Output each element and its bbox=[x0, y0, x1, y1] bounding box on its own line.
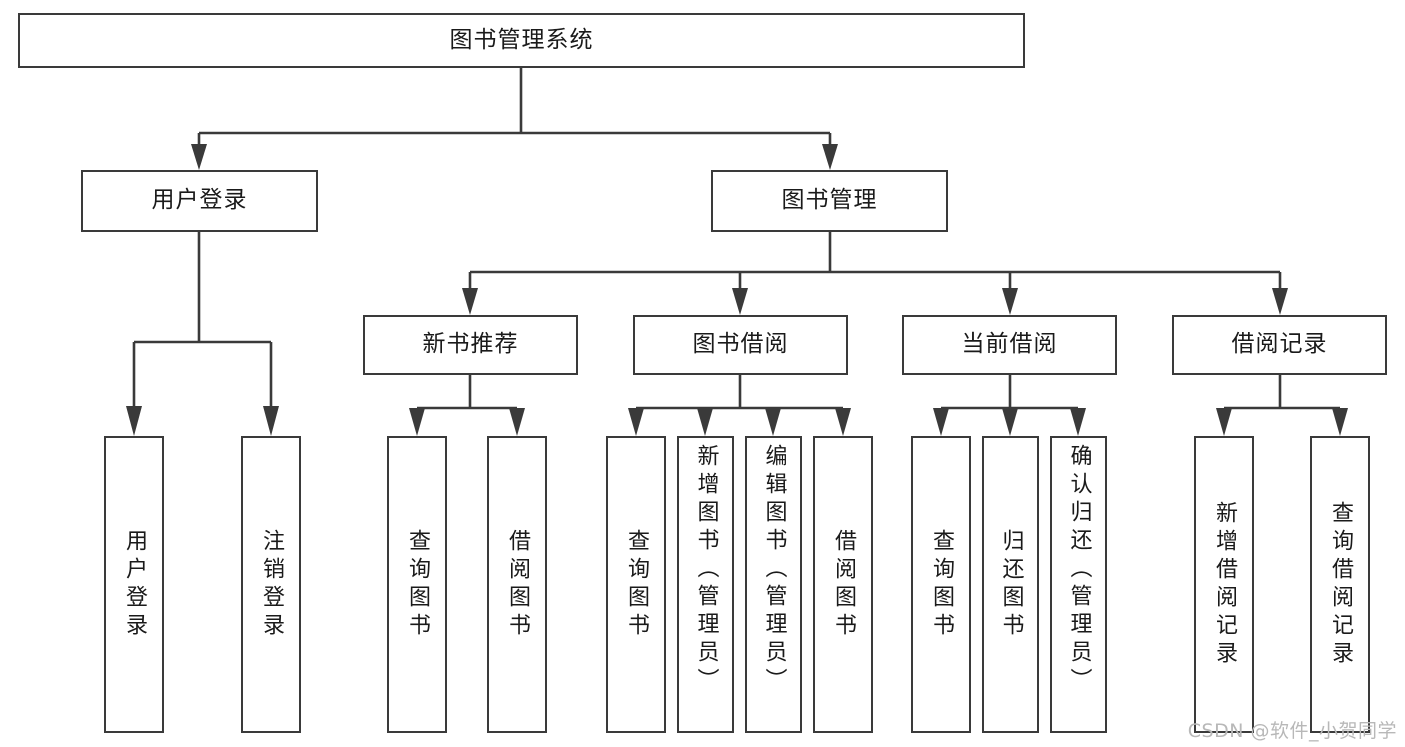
leaf-add-record-label: 新增借阅记录 bbox=[1212, 500, 1237, 669]
node-user-login[interactable]: 用户登录 bbox=[81, 170, 318, 232]
arrowhead-leaf-confirm-return bbox=[1070, 408, 1086, 436]
leaf-logout-login-label: 注销登录 bbox=[259, 528, 284, 641]
node-user-login-label: 用户登录 bbox=[151, 187, 248, 214]
leaf-borrow-book-2[interactable]: 借阅图书 bbox=[813, 436, 873, 733]
arrowhead-current-borrow bbox=[1002, 288, 1018, 315]
node-book-borrow-label: 图书借阅 bbox=[692, 331, 789, 358]
leaf-borrow-book-2-label: 借阅图书 bbox=[831, 528, 856, 641]
arrowhead-leaf-query-book-2 bbox=[628, 408, 644, 436]
node-root[interactable]: 图书管理系统 bbox=[18, 13, 1025, 68]
node-borrow-record-label: 借阅记录 bbox=[1231, 331, 1328, 358]
node-book-borrow[interactable]: 图书借阅 bbox=[633, 315, 848, 375]
node-book-manage[interactable]: 图书管理 bbox=[711, 170, 948, 232]
arrowhead-user-login bbox=[191, 144, 207, 170]
node-new-book-rec-label: 新书推荐 bbox=[422, 331, 519, 358]
node-current-borrow[interactable]: 当前借阅 bbox=[902, 315, 1117, 375]
arrowhead-leaf-return-book bbox=[1002, 408, 1018, 436]
leaf-edit-book[interactable]: 编辑图书（管理员） bbox=[745, 436, 802, 733]
node-book-manage-label: 图书管理 bbox=[781, 187, 878, 214]
leaf-logout-login[interactable]: 注销登录 bbox=[241, 436, 301, 733]
arrowhead-leaf-borrow-book-1 bbox=[509, 408, 525, 436]
arrowhead-borrow-record bbox=[1272, 288, 1288, 315]
arrowhead-leaf-query-book-1 bbox=[409, 408, 425, 436]
leaf-borrow-book-1-label: 借阅图书 bbox=[505, 528, 530, 641]
leaf-query-book-3-label: 查询图书 bbox=[929, 528, 954, 641]
arrowhead-leaf-query-record bbox=[1332, 408, 1348, 436]
leaf-borrow-book-1[interactable]: 借阅图书 bbox=[487, 436, 547, 733]
node-current-borrow-label: 当前借阅 bbox=[961, 331, 1058, 358]
leaf-confirm-return-label: 确认归还（管理员） bbox=[1066, 444, 1092, 696]
leaf-confirm-return[interactable]: 确认归还（管理员） bbox=[1050, 436, 1107, 733]
leaf-return-book[interactable]: 归还图书 bbox=[982, 436, 1039, 733]
leaf-query-book-1[interactable]: 查询图书 bbox=[387, 436, 447, 733]
arrowhead-book-manage bbox=[822, 144, 838, 170]
watermark: CSDN @软件_小贺同学 bbox=[1187, 720, 1397, 742]
leaf-add-book-label: 新增图书（管理员） bbox=[693, 444, 719, 696]
arrowhead-new-book-rec bbox=[462, 288, 478, 315]
leaf-edit-book-label: 编辑图书（管理员） bbox=[761, 444, 787, 696]
node-borrow-record[interactable]: 借阅记录 bbox=[1172, 315, 1387, 375]
arrowhead-leaf-edit-book bbox=[765, 408, 781, 436]
leaf-user-login[interactable]: 用户登录 bbox=[104, 436, 164, 733]
leaf-return-book-label: 归还图书 bbox=[998, 528, 1024, 641]
leaf-add-book[interactable]: 新增图书（管理员） bbox=[677, 436, 734, 733]
leaf-user-login-label: 用户登录 bbox=[122, 528, 147, 641]
leaf-query-book-2-label: 查询图书 bbox=[624, 528, 649, 641]
arrowhead-leaf-logout-login bbox=[263, 406, 279, 436]
arrowhead-book-borrow bbox=[732, 288, 748, 315]
leaf-query-record[interactable]: 查询借阅记录 bbox=[1310, 436, 1370, 733]
node-root-label: 图书管理系统 bbox=[449, 26, 594, 53]
leaf-query-book-3[interactable]: 查询图书 bbox=[911, 436, 971, 733]
node-new-book-rec[interactable]: 新书推荐 bbox=[363, 315, 578, 375]
arrowhead-leaf-borrow-book-2 bbox=[835, 408, 851, 436]
leaf-query-record-label: 查询借阅记录 bbox=[1328, 500, 1353, 669]
leaf-query-book-1-label: 查询图书 bbox=[405, 528, 430, 641]
leaf-query-book-2[interactable]: 查询图书 bbox=[606, 436, 666, 733]
arrowhead-leaf-add-book bbox=[697, 408, 713, 436]
arrowhead-leaf-add-record bbox=[1216, 408, 1232, 436]
arrowhead-leaf-query-book-3 bbox=[933, 408, 949, 436]
arrowhead-leaf-user-login bbox=[126, 406, 142, 436]
leaf-add-record[interactable]: 新增借阅记录 bbox=[1194, 436, 1254, 733]
